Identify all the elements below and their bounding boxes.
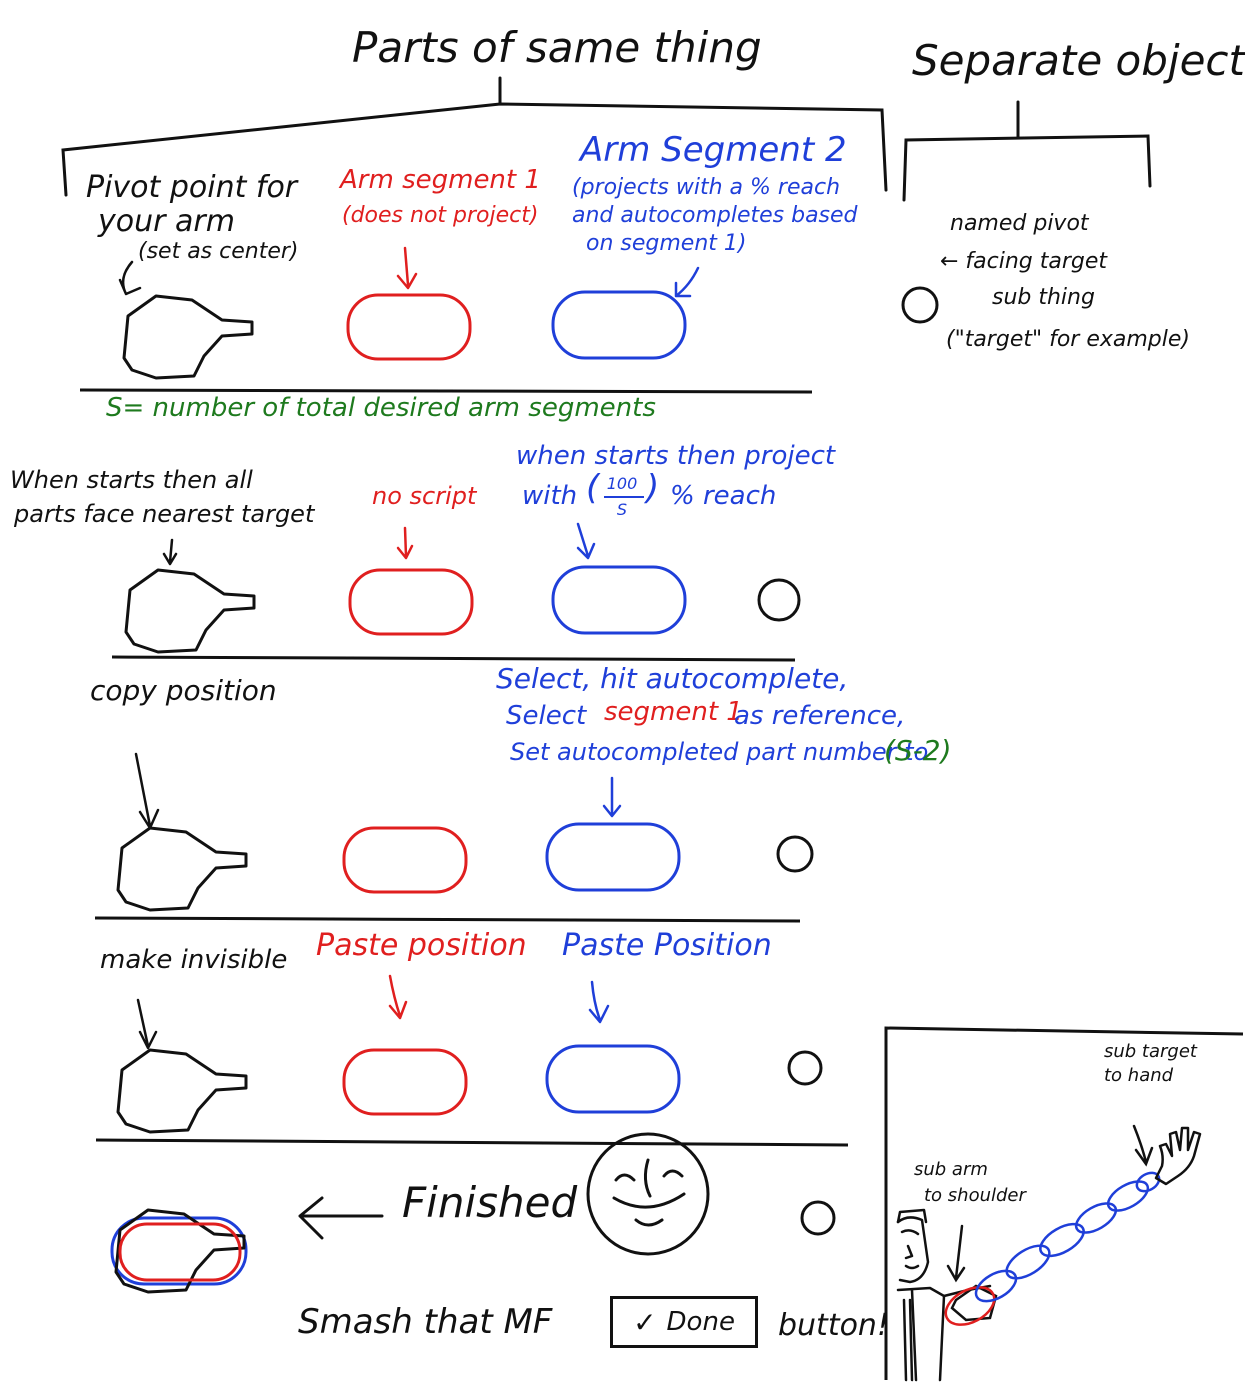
- row2-fraction-bar: [604, 496, 644, 498]
- row3-seg2-line1: Select, hit autocomplete,: [496, 662, 849, 695]
- label-separate-object: Separate object: [912, 36, 1245, 85]
- target-label-line2: ← facing target: [940, 249, 1108, 274]
- inset-arm-line2: to shoulder: [924, 1185, 1026, 1206]
- arrow-seg2-row3: [602, 776, 622, 818]
- row2-pivot-line2: parts face nearest target: [14, 500, 315, 528]
- row2-fraction-denominator: S: [616, 500, 628, 519]
- row2-fraction-paren-open: (: [586, 468, 600, 508]
- row3-seg2-line3-a: Set autocompleted part number to: [510, 738, 929, 766]
- target-label-line1: named pivot: [950, 211, 1089, 236]
- arm-chain-red: [944, 1286, 996, 1326]
- seg2-label-line2: (projects with a % reach: [572, 175, 841, 200]
- arrow-inset-target: [1132, 1124, 1154, 1167]
- seg1-label-line1: Arm segment 1: [340, 165, 541, 195]
- seg1-label-line2: (does not project): [342, 203, 539, 228]
- target-row2: [757, 578, 801, 622]
- pivot-shape-row1: [122, 294, 254, 380]
- arrow-pivot-row1: [118, 260, 142, 296]
- arm-segment-1-row2: [348, 568, 474, 636]
- brace-separate-object: [902, 100, 1152, 202]
- arrow-inset-arm: [946, 1224, 966, 1283]
- pivot-label-line3: (set as center): [138, 239, 299, 264]
- row2-fraction-paren-close: ): [646, 468, 660, 508]
- arrow-seg1-row1: [396, 246, 418, 290]
- arm-segment-2-row4: [545, 1044, 681, 1114]
- arrow-seg2-row2: [576, 522, 596, 560]
- person-icon: [896, 1208, 992, 1382]
- row3-seg2-line2-a: Select: [506, 701, 587, 731]
- row4-seg1-label: Paste position: [316, 928, 527, 963]
- arm-chain-blue: [974, 1171, 1161, 1303]
- separator-2: [111, 655, 796, 662]
- arm-segment-1-row3: [342, 826, 468, 894]
- arrow-seg1-row2: [396, 526, 414, 560]
- arrow-finished: [298, 1196, 384, 1240]
- row2-seg2-line1: when starts then project: [516, 441, 836, 471]
- seg2-label-line4: on segment 1): [586, 231, 747, 256]
- separator-1: [79, 388, 813, 394]
- checkmark-icon: ✓: [633, 1305, 657, 1339]
- target-row4: [787, 1050, 823, 1086]
- smash-label: Smash that MF: [298, 1302, 553, 1342]
- separator-3: [94, 916, 801, 923]
- target-row5: [800, 1200, 836, 1236]
- arm-segment-1-row1: [346, 293, 472, 361]
- pivot-shape-row2: [124, 568, 256, 654]
- seg2-label-line1: Arm Segment 2: [580, 130, 847, 170]
- arrow-seg1-row4: [388, 974, 408, 1020]
- pivot-shape-row4: [116, 1048, 248, 1134]
- arrow-pivot-row2: [162, 538, 178, 566]
- inset-illustration: [884, 1026, 1244, 1382]
- row4-seg2-label: Paste Position: [562, 928, 772, 963]
- inset-target-line1: sub target: [1104, 1041, 1197, 1062]
- row4-pivot-label: make invisible: [100, 945, 288, 975]
- arm-segment-2-row3: [545, 822, 681, 892]
- row2-seg1-label: no script: [372, 482, 477, 510]
- pivot-shape-row3: [116, 826, 248, 912]
- row2-seg2-with: with: [522, 481, 578, 511]
- target-label-line4: ("target" for example): [946, 327, 1190, 352]
- arrow-seg2-row4: [588, 980, 610, 1024]
- row3-seg2-line2-b: segment 1: [604, 697, 743, 727]
- button-word-label: button!: [778, 1308, 889, 1343]
- arrow-seg2-row1: [674, 266, 700, 298]
- done-button[interactable]: ✓ Done: [610, 1296, 758, 1348]
- arm-chain-black: [950, 1284, 998, 1322]
- label-parts-of-same-thing: Parts of same thing: [352, 23, 762, 72]
- inset-arm-line1: sub arm: [914, 1159, 988, 1180]
- s-definition: S= number of total desired arm segments: [106, 393, 656, 423]
- target-pivot-row1: [901, 286, 939, 324]
- inset-target-line2: to hand: [1104, 1065, 1174, 1086]
- row2-seg2-reach: % reach: [670, 481, 777, 511]
- finished-combined-shape: [110, 1208, 248, 1294]
- hand-icon: [1154, 1126, 1202, 1186]
- arm-segment-2-row1: [551, 290, 687, 360]
- seg2-label-line3: and autocompletes based: [572, 203, 858, 228]
- separator-4: [95, 1138, 849, 1147]
- row3-seg2-line2-c: as reference,: [734, 701, 906, 731]
- arrow-pivot-row3: [134, 752, 160, 830]
- row2-fraction-numerator: 100: [606, 474, 638, 493]
- target-row3: [776, 835, 814, 873]
- brace-parts-of-same-thing: [61, 76, 888, 197]
- arm-segment-1-row4: [342, 1048, 468, 1116]
- done-button-label: Done: [666, 1307, 735, 1337]
- arm-segment-2-row2: [551, 565, 687, 635]
- pivot-label-line2: your arm: [98, 204, 235, 239]
- arrow-pivot-row4: [136, 998, 158, 1050]
- row2-pivot-line1: When starts then all: [10, 466, 253, 494]
- finished-label: Finished: [402, 1178, 578, 1227]
- smiley-face-icon: [586, 1132, 710, 1256]
- row3-seg2-line3-b: (S-2): [884, 734, 952, 767]
- pivot-label-line1: Pivot point for: [86, 170, 298, 205]
- row3-pivot-label: copy position: [90, 674, 277, 707]
- target-label-line3: sub thing: [992, 285, 1095, 310]
